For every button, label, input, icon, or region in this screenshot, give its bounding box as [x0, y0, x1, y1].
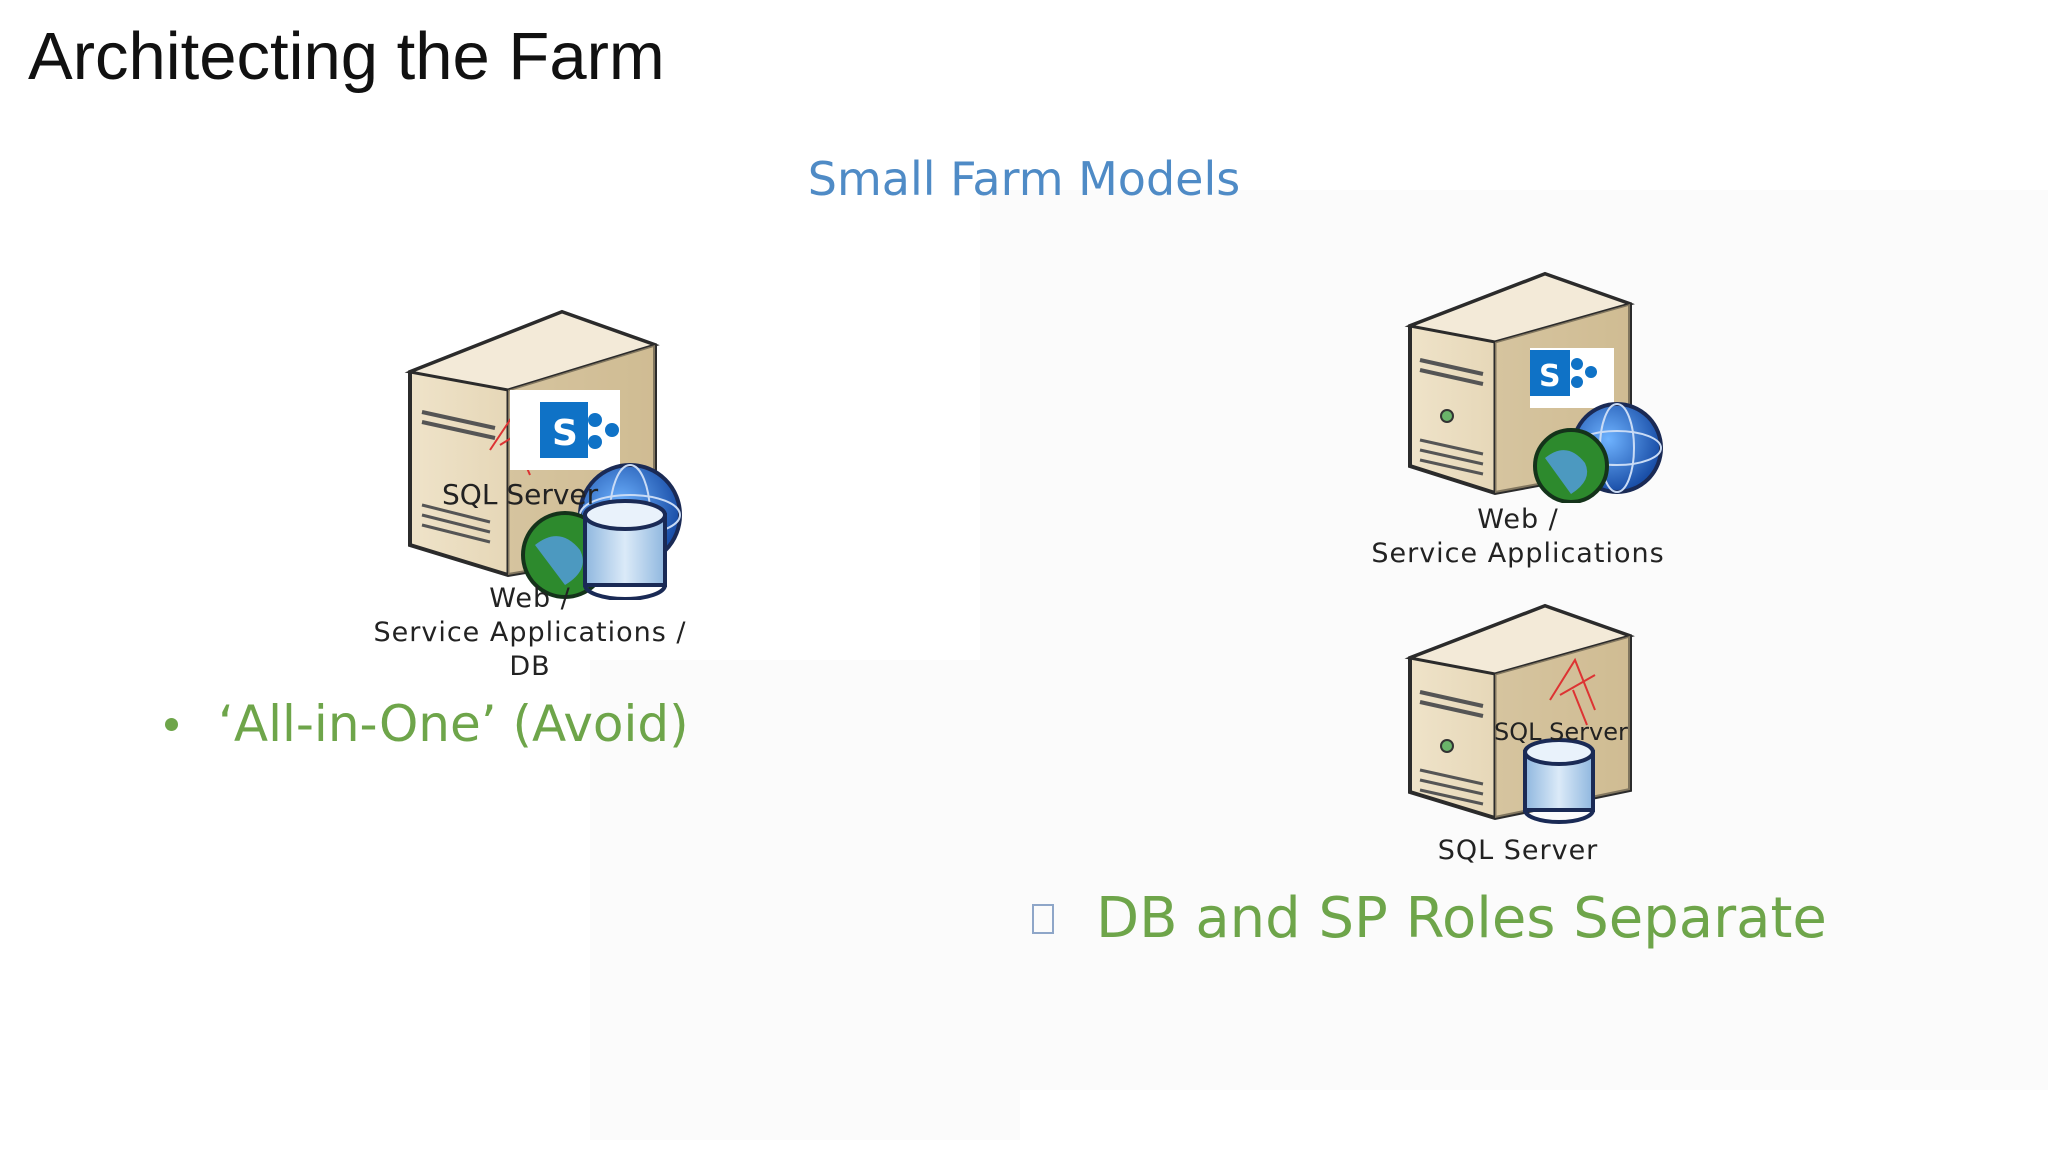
- web-server-caption: Web / Service Applications: [1318, 503, 1718, 571]
- left-server-caption: Web / Service Applications / DB: [330, 582, 730, 684]
- web-server-icon: S: [1404, 271, 1663, 503]
- caption-line: Service Applications: [1371, 538, 1665, 569]
- sql-server-icon: [1404, 603, 1635, 824]
- caption-line: Service Applications /: [373, 617, 687, 648]
- left-background-panel: [590, 660, 1020, 1140]
- left-bullet-text: ‘All-in-One’ (Avoid): [218, 695, 689, 753]
- left-bullet-item: ‘All-in-One’ (Avoid): [165, 695, 689, 753]
- right-bullet-text: DB and SP Roles Separate: [1096, 886, 1827, 951]
- caption-line: DB: [509, 651, 551, 682]
- right-bullet-item: DB and SP Roles Separate: [1032, 886, 1827, 951]
- bullet-dot-icon: [165, 717, 178, 731]
- sql-server-caption: SQL Server: [1437, 835, 1599, 866]
- all-in-one-server-icon: S: [404, 309, 682, 600]
- slide-title: Architecting the Farm: [28, 19, 665, 94]
- caption-line: Web /: [489, 583, 571, 614]
- slide-subtitle: Small Farm Models: [807, 152, 1241, 206]
- svg-text:S: S: [552, 413, 578, 454]
- svg-text:S: S: [1539, 359, 1561, 394]
- caption-line: Web /: [1477, 504, 1559, 535]
- sql-server-brand-label: SQL Server: [1494, 718, 1628, 746]
- left-sql-server-label: SQL Server: [442, 478, 599, 511]
- bullet-box-icon: [1032, 903, 1054, 934]
